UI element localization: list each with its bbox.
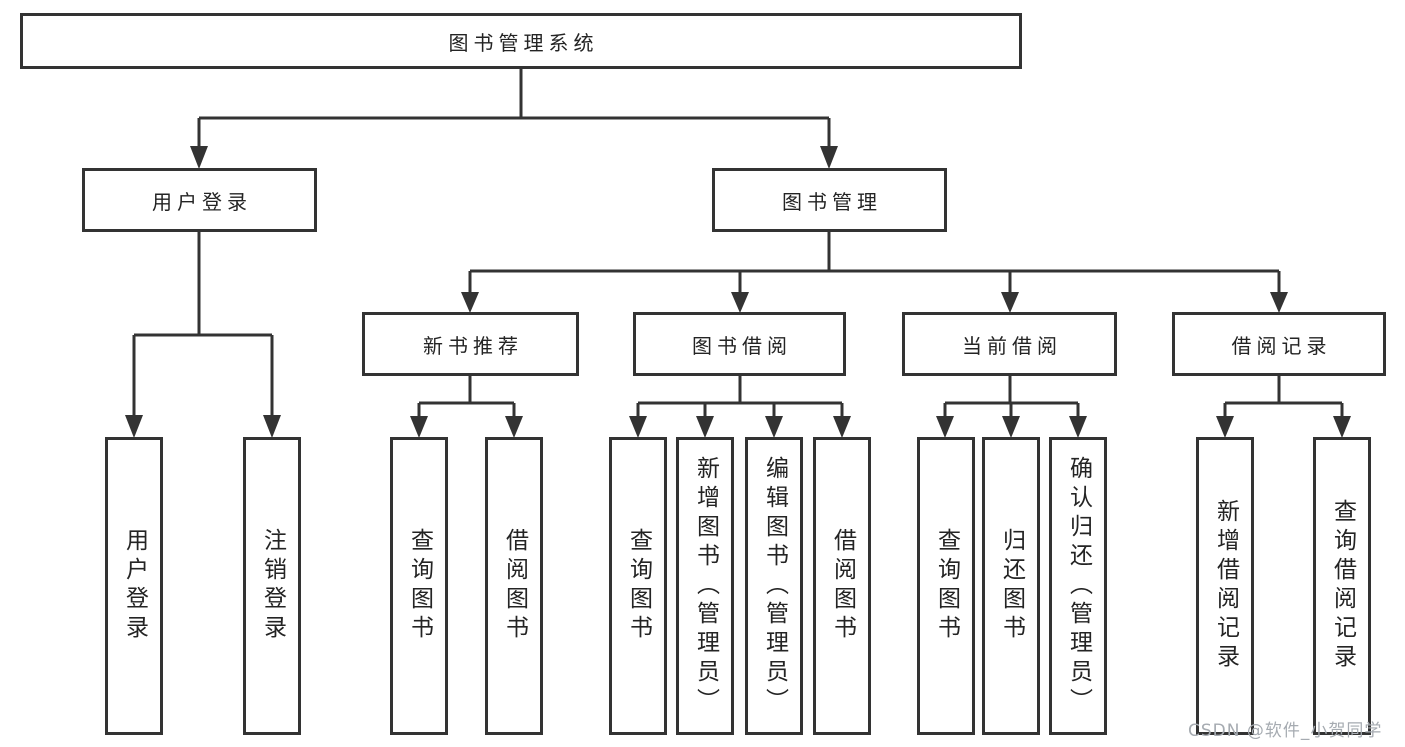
node-library-management-system: 图书管理系统 — [20, 13, 1022, 69]
node-label: 图书借阅 — [692, 333, 792, 358]
node-label: 图书管理系统 — [448, 30, 599, 55]
leaf-return-books: 归还图书 — [982, 437, 1040, 735]
leaf-label: 新增借阅记录 — [1212, 499, 1239, 673]
leaf-edit-books-admin: 编辑图书（管理员） — [745, 437, 803, 735]
node-current-borrow: 当前借阅 — [902, 312, 1117, 376]
leaf-user-login: 用户登录 — [105, 437, 163, 735]
node-label: 用户登录 — [152, 189, 252, 214]
leaf-logout: 注销登录 — [243, 437, 301, 735]
node-label: 当前借阅 — [962, 333, 1062, 358]
leaf-label: 归还图书 — [998, 528, 1025, 644]
leaf-label: 查询图书 — [625, 528, 652, 644]
leaf-borrow-books-recommend: 借阅图书 — [485, 437, 543, 735]
csdn-watermark: CSDN @软件_小贺同学 — [1188, 721, 1383, 741]
leaf-query-books-current: 查询图书 — [917, 437, 975, 735]
leaf-add-borrow-record: 新增借阅记录 — [1196, 437, 1254, 735]
node-label: 图书管理 — [782, 189, 882, 214]
node-book-borrow: 图书借阅 — [633, 312, 846, 376]
leaf-label: 查询图书 — [933, 528, 960, 644]
leaf-add-books-admin: 新增图书（管理员） — [676, 437, 734, 735]
node-label: 借阅记录 — [1231, 333, 1332, 358]
leaf-label: 查询借阅记录 — [1329, 499, 1356, 673]
leaf-label: 注销登录 — [259, 528, 286, 644]
leaf-query-books-recommend: 查询图书 — [390, 437, 448, 735]
node-label: 新书推荐 — [423, 333, 523, 358]
leaf-label: 用户登录 — [121, 528, 148, 644]
leaf-label: 借阅图书 — [829, 528, 856, 644]
leaf-label: 借阅图书 — [501, 528, 528, 644]
leaf-label: 查询图书 — [406, 528, 433, 644]
leaf-label: 确认归还（管理员） — [1065, 455, 1092, 717]
node-borrow-records: 借阅记录 — [1172, 312, 1386, 376]
leaf-label: 编辑图书（管理员） — [761, 455, 788, 717]
leaf-borrow-books: 借阅图书 — [813, 437, 871, 735]
leaf-query-books-borrow: 查询图书 — [609, 437, 667, 735]
node-new-book-recommend: 新书推荐 — [362, 312, 579, 376]
leaf-confirm-return-admin: 确认归还（管理员） — [1049, 437, 1107, 735]
node-book-management: 图书管理 — [712, 168, 947, 232]
leaf-label: 新增图书（管理员） — [692, 455, 719, 717]
leaf-query-borrow-record: 查询借阅记录 — [1313, 437, 1371, 735]
node-user-login: 用户登录 — [82, 168, 317, 232]
